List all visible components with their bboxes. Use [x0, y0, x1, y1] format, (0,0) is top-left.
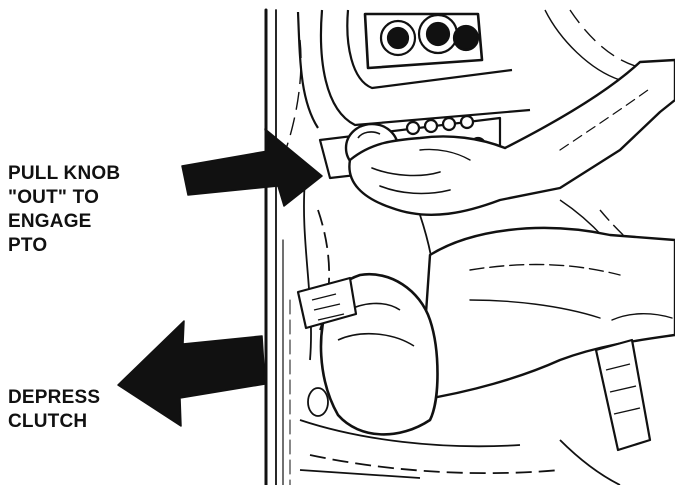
pto-callout-line: PULL KNOB: [8, 162, 120, 186]
pto-callout-line: ENGAGE: [8, 210, 120, 234]
pto-callout-label: PULL KNOB "OUT" TO ENGAGE PTO: [8, 162, 120, 258]
brake-pedal: [596, 340, 650, 450]
clutch-callout-line: DEPRESS: [8, 386, 100, 410]
clutch-callout-line: CLUTCH: [8, 410, 100, 434]
arrow-right-icon: [182, 129, 322, 206]
clutch-callout-label: DEPRESS CLUTCH: [8, 386, 100, 434]
pto-callout-line: PTO: [8, 234, 120, 258]
gauge-cluster: [381, 15, 478, 55]
arrow-left-icon: [118, 321, 265, 426]
cab-pillar: [266, 10, 290, 485]
pto-callout-line: "OUT" TO: [8, 186, 120, 210]
